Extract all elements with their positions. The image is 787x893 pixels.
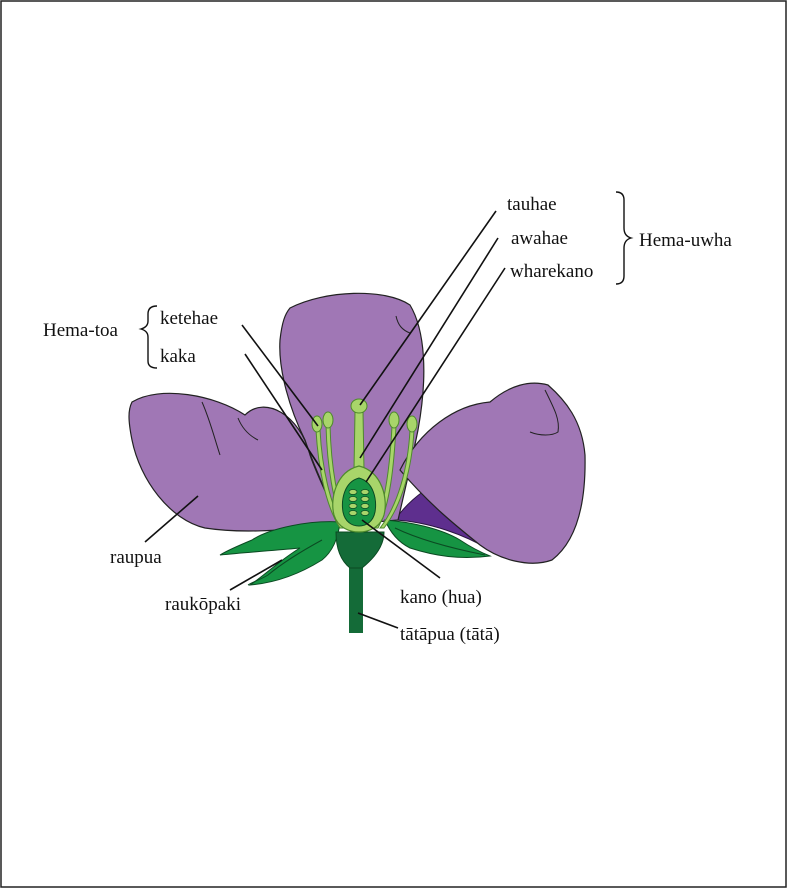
label-kano: kano (hua)	[400, 587, 482, 608]
label-tauhae: tauhae	[507, 194, 557, 215]
label-wharekano: wharekano	[510, 261, 593, 282]
label-raukopaki: raukōpaki	[165, 594, 241, 615]
label-awahae: awahae	[511, 228, 568, 249]
leader-tatapua	[358, 613, 398, 628]
anther-2	[323, 412, 333, 428]
stigma	[351, 399, 367, 413]
label-raupua: raupua	[110, 547, 162, 568]
receptacle	[336, 532, 384, 568]
style	[354, 412, 364, 470]
label-hema-toa: Hema-toa	[43, 320, 118, 341]
stem	[349, 565, 363, 633]
anther-3	[389, 412, 399, 428]
anther-4	[407, 416, 417, 432]
flower-illustration	[129, 293, 585, 633]
label-tatapua: tātāpua (tātā)	[400, 624, 500, 645]
label-hema-uwha: Hema-uwha	[639, 230, 732, 251]
brace-hema-uwha	[616, 192, 631, 284]
label-ketehae: ketehae	[160, 308, 218, 329]
label-kaka: kaka	[160, 346, 196, 367]
brace-hema-toa	[141, 306, 157, 368]
